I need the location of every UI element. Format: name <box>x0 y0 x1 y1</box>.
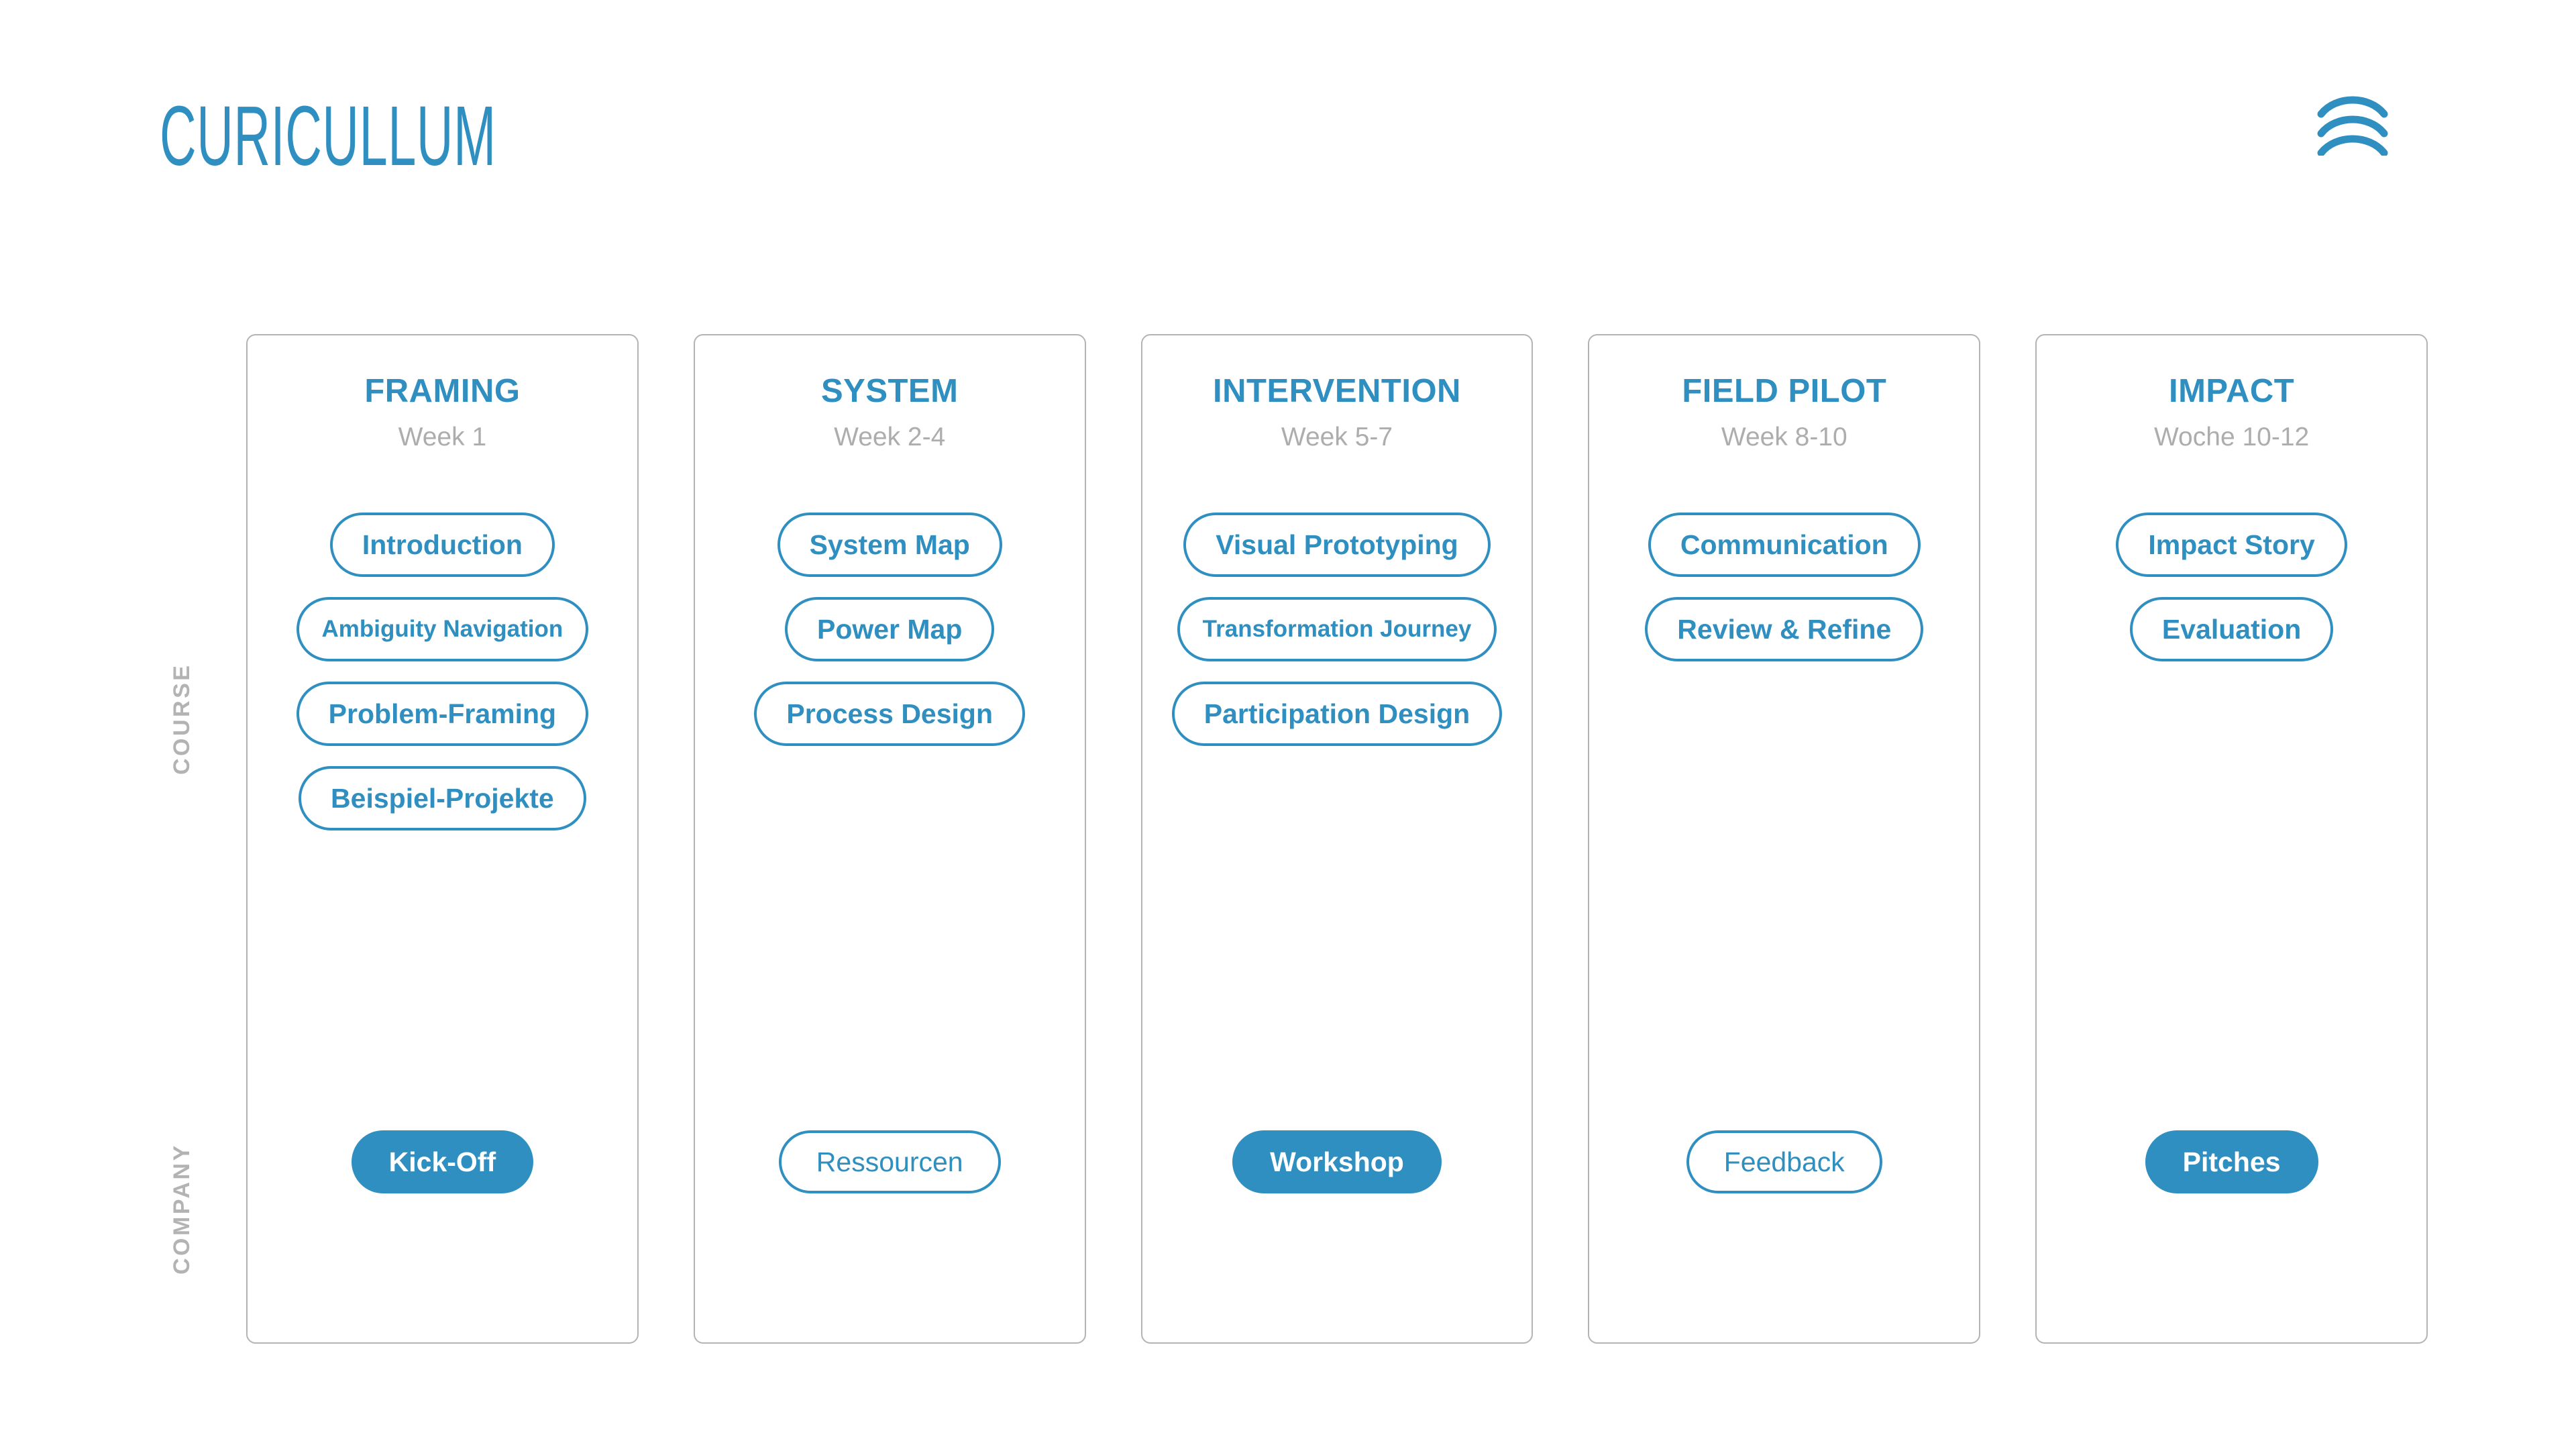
course-pill-list: Visual Prototyping Transformation Journe… <box>1160 513 1515 747</box>
phase-card-framing[interactable]: FRAMING Week 1 Introduction Ambiguity Na… <box>246 334 639 1344</box>
phase-week: Week 2-4 <box>834 423 946 452</box>
phase-week: Week 8-10 <box>1721 423 1847 452</box>
course-pill[interactable]: Evaluation <box>2129 597 2334 662</box>
phase-title: IMPACT <box>2168 373 2295 409</box>
phase-title: FRAMING <box>364 373 521 409</box>
phase-card-system[interactable]: SYSTEM Week 2-4 System Map Power Map Pro… <box>693 334 1086 1344</box>
course-pill[interactable]: Communication <box>1648 513 1921 578</box>
course-pill[interactable]: Visual Prototyping <box>1183 513 1491 578</box>
phase-title: SYSTEM <box>820 373 959 409</box>
course-pill[interactable]: Participation Design <box>1171 682 1503 747</box>
phase-card-impact[interactable]: IMPACT Woche 10-12 Impact Story Evaluati… <box>2035 334 2428 1344</box>
phase-card-intervention[interactable]: INTERVENTION Week 5-7 Visual Prototyping… <box>1140 334 1534 1344</box>
course-pill[interactable]: Problem-Framing <box>296 682 589 747</box>
company-pill[interactable]: Pitches <box>2145 1130 2318 1193</box>
company-pill[interactable]: Workshop <box>1232 1130 1442 1193</box>
course-pill[interactable]: Transformation Journey <box>1177 597 1497 662</box>
course-pill[interactable]: Introduction <box>329 513 555 578</box>
course-pill[interactable]: Process Design <box>754 682 1026 747</box>
phase-week: Week 5-7 <box>1281 423 1393 452</box>
company-pill[interactable]: Ressourcen <box>778 1130 1001 1193</box>
phase-week: Woche 10-12 <box>2153 423 2310 452</box>
phase-title: INTERVENTION <box>1213 373 1461 409</box>
course-pill[interactable]: Impact Story <box>2116 513 2347 578</box>
phase-week: Week 1 <box>398 423 487 452</box>
phase-card-field-pilot[interactable]: FIELD PILOT Week 8-10 Communication Revi… <box>1588 334 1981 1344</box>
rail-label-company: COMPANY <box>169 1143 195 1275</box>
company-pill[interactable]: Feedback <box>1686 1130 1882 1193</box>
course-pill-list: System Map Power Map Process Design <box>712 513 1067 747</box>
course-pill[interactable]: Power Map <box>784 597 995 662</box>
course-pill-list: Communication Review & Refine <box>1607 513 1962 662</box>
stacked-arcs-logo-icon <box>2316 94 2390 156</box>
course-pill[interactable]: Review & Refine <box>1645 597 1924 662</box>
phase-card-row: FRAMING Week 1 Introduction Ambiguity Na… <box>246 334 2428 1344</box>
rail-label-course: COURSE <box>169 663 195 775</box>
page-title: CURICULLUM <box>160 89 496 183</box>
phase-title: FIELD PILOT <box>1682 373 1887 409</box>
course-pill-list: Introduction Ambiguity Navigation Proble… <box>265 513 620 831</box>
company-pill[interactable]: Kick-Off <box>351 1130 534 1193</box>
course-pill[interactable]: Ambiguity Navigation <box>296 597 589 662</box>
course-pill[interactable]: System Map <box>777 513 1002 578</box>
course-pill[interactable]: Beispiel-Projekte <box>299 766 586 831</box>
course-pill-list: Impact Story Evaluation <box>2054 513 2409 662</box>
